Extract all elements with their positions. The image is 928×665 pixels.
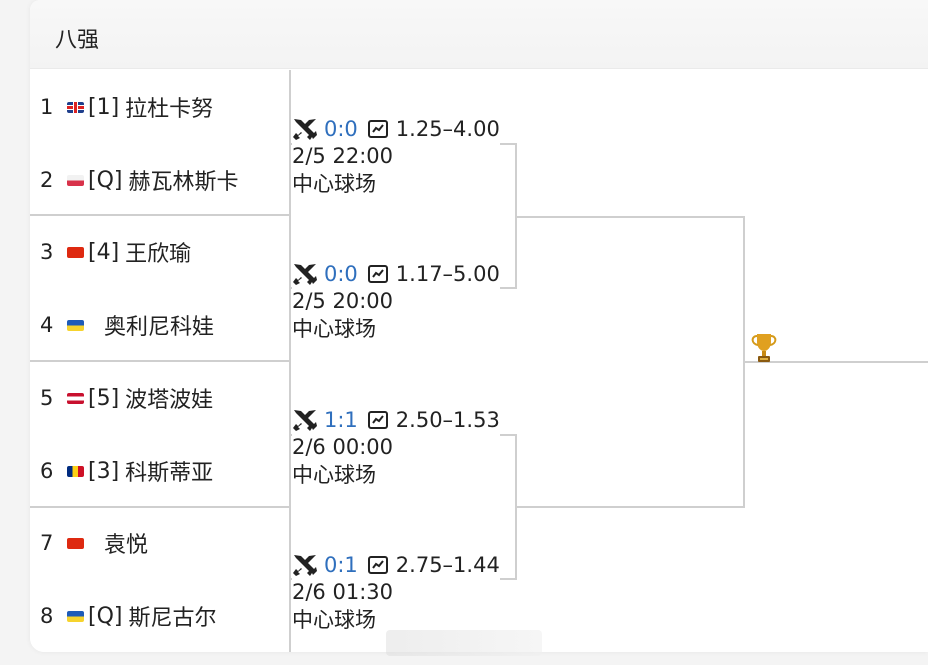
player-row[interactable]: 8 [Q] 斯尼古尔	[40, 601, 217, 632]
player-name: 科斯蒂亚	[125, 461, 214, 486]
match-score: 1:1	[324, 408, 358, 432]
player-row[interactable]: 6 [3] 科斯蒂亚	[40, 456, 214, 487]
match-odds: 2.50–1.53	[395, 408, 500, 432]
chart-line-icon[interactable]	[367, 556, 388, 574]
chart-line-icon[interactable]	[367, 411, 388, 429]
flag-icon	[67, 537, 84, 549]
match-venue: 中心球场	[292, 461, 500, 489]
match-score: 0:0	[324, 117, 358, 141]
match-info-4[interactable]: 0:1 2.75–1.44 2/6 01:30 中心球场	[292, 552, 500, 634]
flag-icon	[67, 319, 84, 331]
flag-icon	[67, 174, 84, 186]
player-pair-3: 5 [5] 波塔波娃 6 [3] 科斯蒂亚	[30, 362, 291, 508]
flag-icon	[67, 392, 84, 404]
player-name: 赫瓦林斯卡	[128, 170, 239, 195]
crossed-swords-icon	[293, 119, 317, 140]
player-row[interactable]: 7 袁悦	[40, 528, 148, 558]
match-odds: 2.75–1.44	[395, 553, 500, 577]
player-name: 王欣瑜	[125, 242, 192, 267]
player-pair-4: 7 袁悦 8 [Q] 斯尼古尔	[30, 508, 291, 652]
match-time: 2/6 00:00	[292, 433, 500, 461]
flag-icon	[67, 465, 84, 477]
match-info-3[interactable]: 1:1 2.50–1.53 2/6 00:00 中心球场	[292, 407, 500, 489]
flag-icon	[67, 246, 84, 258]
match-time: 2/5 20:00	[292, 287, 500, 315]
match-info-1[interactable]: 0:0 1.25–4.00 2/5 22:00 中心球场	[292, 116, 500, 198]
player-row[interactable]: 2 [Q] 赫瓦林斯卡	[40, 165, 239, 196]
round-title: 八强	[55, 28, 100, 53]
player-row[interactable]: 3 [4] 王欣瑜	[40, 237, 192, 268]
player-row[interactable]: 1 [1] 拉杜卡努	[40, 92, 214, 123]
match-info-2[interactable]: 0:0 1.17–5.00 2/5 20:00 中心球场	[292, 261, 500, 343]
player-name: 波塔波娃	[125, 388, 214, 413]
match-score: 0:0	[324, 262, 358, 286]
player-pair-1: 1 [1] 拉杜卡努 2 [Q] 赫瓦林斯卡	[30, 70, 291, 216]
watermark	[386, 630, 542, 656]
crossed-swords-icon	[293, 555, 317, 576]
player-row[interactable]: 4 奥利尼科娃	[40, 310, 214, 340]
player-name: 斯尼古尔	[128, 606, 217, 631]
round-header: 八强	[30, 0, 928, 69]
match-venue: 中心球场	[292, 170, 500, 198]
player-name: 袁悦	[104, 533, 149, 558]
final-bracket	[517, 216, 745, 508]
player-name: 拉杜卡努	[125, 97, 214, 122]
match-odds: 1.17–5.00	[395, 262, 500, 286]
trophy-icon	[751, 334, 777, 362]
chart-line-icon[interactable]	[367, 265, 388, 283]
match-time: 2/5 22:00	[292, 142, 500, 170]
flag-icon	[67, 610, 84, 622]
match-venue: 中心球场	[292, 315, 500, 343]
match-score: 0:1	[324, 553, 358, 577]
bracket-card: 八强 1 [1] 拉杜卡努 2 [Q] 赫瓦林斯卡 3 [4] 王欣瑜 4 奥利…	[30, 0, 928, 652]
player-pair-2: 3 [4] 王欣瑜 4 奥利尼科娃	[30, 216, 291, 362]
match-time: 2/6 01:30	[292, 578, 500, 606]
chart-line-icon[interactable]	[367, 120, 388, 138]
match-venue: 中心球场	[292, 606, 500, 634]
flag-icon	[67, 101, 84, 113]
crossed-swords-icon	[293, 264, 317, 285]
player-row[interactable]: 5 [5] 波塔波娃	[40, 383, 214, 414]
champion-line	[745, 361, 928, 363]
crossed-swords-icon	[293, 410, 317, 431]
player-name: 奥利尼科娃	[104, 315, 215, 340]
match-odds: 1.25–4.00	[395, 117, 500, 141]
